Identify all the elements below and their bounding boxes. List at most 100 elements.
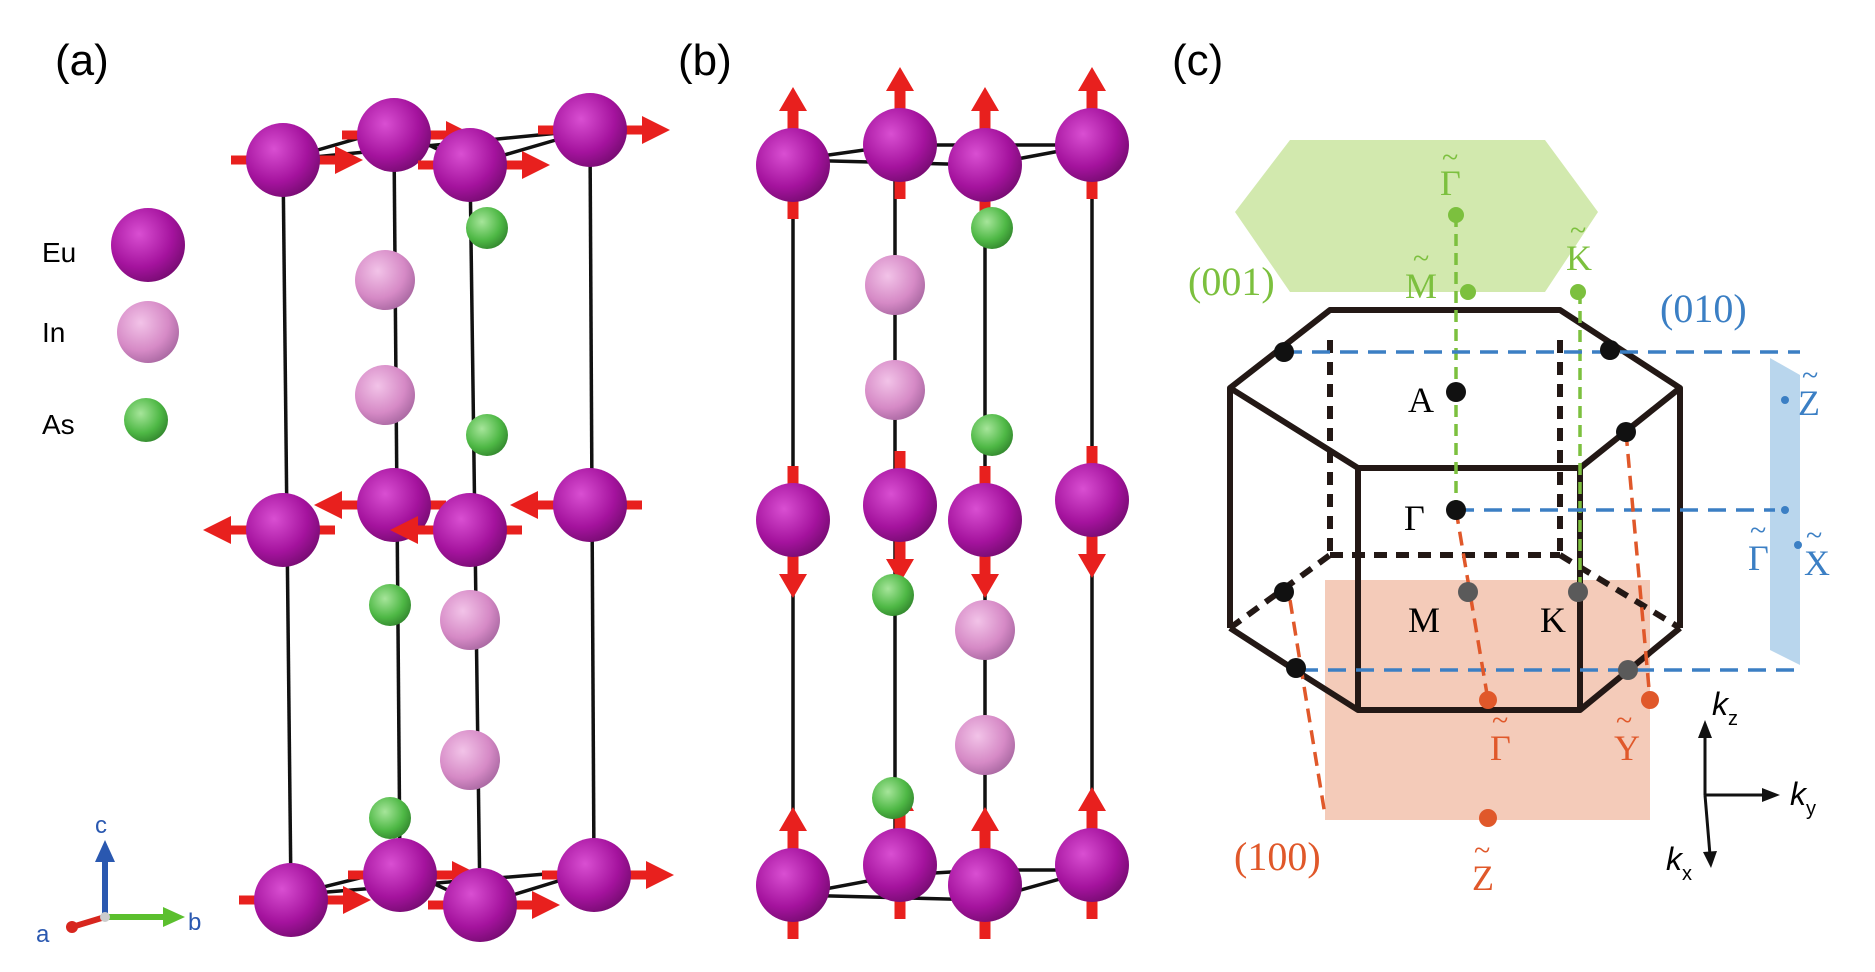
tilde-100-gamma: ~ xyxy=(1492,704,1508,737)
atom-legend: Eu In As xyxy=(42,208,185,442)
atom-eu xyxy=(443,868,517,942)
label-gamma: Γ xyxy=(1404,498,1425,538)
atoms-b xyxy=(756,67,1129,939)
tilde-001-k: ~ xyxy=(1570,214,1586,247)
atom-eu xyxy=(863,108,937,182)
tilde-100-y: ~ xyxy=(1616,704,1632,737)
brillouin-zone: A Γ M K Γ ~ M ~ K ~ Z ~ Γ ~ X ~ Γ ~ Y ~ … xyxy=(1188,140,1830,898)
tilde-001-gamma: ~ xyxy=(1442,141,1458,174)
unit-cell-edges-b xyxy=(791,135,1094,905)
panel-label-c: (c) xyxy=(1172,36,1223,85)
kx-arrow-icon xyxy=(1703,851,1717,868)
atom-in xyxy=(865,360,925,420)
label-a: A xyxy=(1408,380,1434,420)
atom-in xyxy=(955,600,1015,660)
atom-eu xyxy=(863,828,937,902)
kz-label: kz xyxy=(1712,686,1738,730)
plane-label-010: (010) xyxy=(1660,286,1747,331)
atom-eu xyxy=(756,848,830,922)
point-100-gamma xyxy=(1479,691,1497,709)
atom-eu xyxy=(433,493,507,567)
projection-lines-100 xyxy=(1288,431,1652,816)
crystal-structure-a xyxy=(203,93,674,942)
atom-as xyxy=(872,777,914,819)
label-010-gamma: Γ xyxy=(1748,538,1769,578)
kz-arrow-icon xyxy=(1698,720,1712,738)
atom-eu xyxy=(1055,828,1129,902)
bz-vertex-points xyxy=(1274,340,1638,680)
point-gamma xyxy=(1446,500,1466,520)
atom-eu xyxy=(246,123,320,197)
label-m: M xyxy=(1408,600,1440,640)
k-axes: kz ky kx xyxy=(1666,686,1816,885)
atom-in xyxy=(440,590,500,650)
atom-in xyxy=(440,730,500,790)
tilde-010-x: ~ xyxy=(1806,519,1822,552)
legend-label-as: As xyxy=(42,409,75,440)
legend-swatch-as xyxy=(124,398,168,442)
atom-eu xyxy=(948,128,1022,202)
ky-label: ky xyxy=(1790,776,1816,820)
c-axis-arrowhead-icon xyxy=(95,840,115,862)
atom-as xyxy=(971,207,1013,249)
projection-lines-001 xyxy=(1454,215,1582,592)
point-100-z xyxy=(1479,809,1497,827)
label-001-k: K xyxy=(1566,238,1592,278)
legend-swatch-eu xyxy=(111,208,185,282)
plane-label-001: (001) xyxy=(1188,259,1275,304)
atom-eu xyxy=(254,863,328,937)
legend-swatch-in xyxy=(117,301,179,363)
atom-eu xyxy=(363,838,437,912)
atom-eu xyxy=(863,468,937,542)
label-010-z: Z xyxy=(1798,383,1820,423)
atom-eu xyxy=(557,838,631,912)
atom-as xyxy=(971,414,1013,456)
label-k: K xyxy=(1540,600,1566,640)
axis-label-b: b xyxy=(188,909,201,936)
axes-origin xyxy=(100,912,110,922)
plane-label-100: (100) xyxy=(1234,834,1321,879)
atom-in xyxy=(355,365,415,425)
label-100-gamma: Γ xyxy=(1490,728,1511,768)
point-001-k xyxy=(1570,284,1586,300)
plane-001 xyxy=(1235,140,1598,292)
atom-eu xyxy=(756,128,830,202)
lattice-axes: c b a xyxy=(36,812,201,948)
point-001-gamma xyxy=(1448,207,1464,223)
atom-eu xyxy=(553,468,627,542)
atom-as xyxy=(466,207,508,249)
axis-label-a: a xyxy=(36,921,50,948)
b-axis-arrowhead-icon xyxy=(163,907,185,927)
atom-as xyxy=(872,574,914,616)
atom-eu xyxy=(756,483,830,557)
atom-eu xyxy=(553,93,627,167)
label-001-m: M xyxy=(1405,266,1437,306)
atom-eu xyxy=(948,848,1022,922)
point-010-gamma xyxy=(1781,506,1789,514)
point-001-m xyxy=(1460,284,1476,300)
projection-lines-010 xyxy=(1284,350,1800,672)
panel-label-b: (b) xyxy=(678,36,732,85)
a-axis-arrowhead-icon xyxy=(66,921,78,933)
point-010-x xyxy=(1794,541,1802,549)
point-k xyxy=(1568,582,1588,602)
label-100-y: Y xyxy=(1614,728,1640,768)
atom-eu xyxy=(1055,108,1129,182)
label-001-gamma: Γ xyxy=(1440,163,1461,203)
atom-in xyxy=(955,715,1015,775)
label-100-z: Z xyxy=(1472,858,1494,898)
atom-eu xyxy=(948,483,1022,557)
atom-eu xyxy=(433,128,507,202)
tilde-010-gamma: ~ xyxy=(1750,514,1766,547)
label-010-x: X xyxy=(1804,543,1830,583)
atom-as xyxy=(369,584,411,626)
atom-in xyxy=(865,255,925,315)
atom-as xyxy=(369,797,411,839)
tilde-010-z: ~ xyxy=(1802,359,1818,392)
point-m xyxy=(1458,582,1478,602)
panel-label-a: (a) xyxy=(55,36,109,85)
legend-label-in: In xyxy=(42,317,65,348)
axis-label-c: c xyxy=(95,812,107,839)
tilde-001-m: ~ xyxy=(1413,242,1429,275)
